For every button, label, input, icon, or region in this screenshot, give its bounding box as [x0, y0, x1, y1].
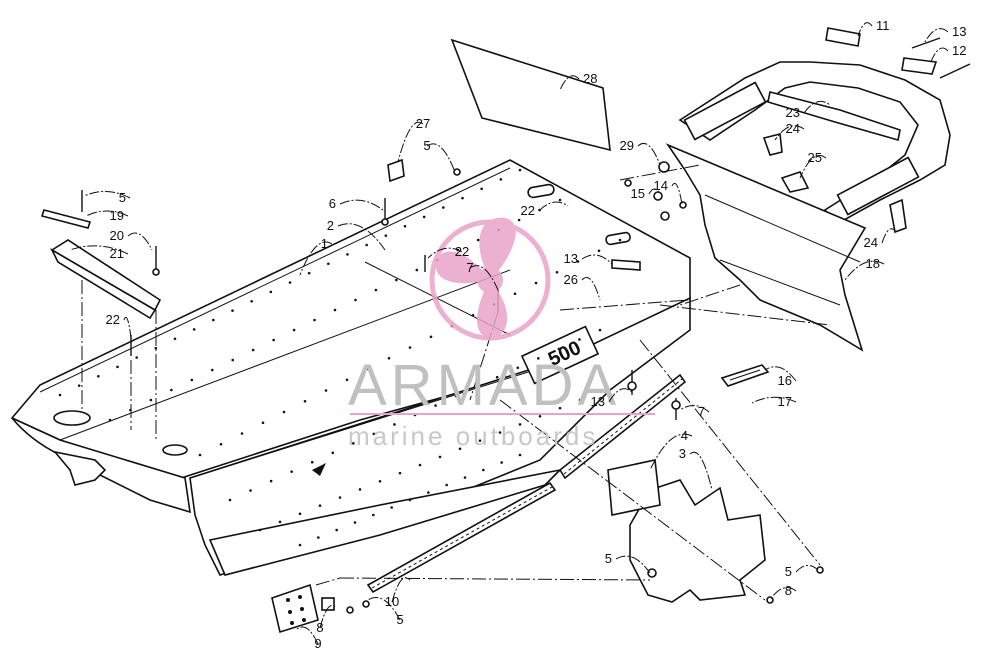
- callout-13: 13: [591, 388, 633, 409]
- callout-label: 20: [110, 228, 124, 243]
- callout-20: 20: [110, 228, 153, 251]
- rear-bumper-23: [678, 27, 971, 234]
- callout-label: 24: [786, 121, 800, 136]
- callout-5: 5: [605, 551, 651, 574]
- leader-lines: [81, 164, 831, 601]
- callout-11: 11: [857, 18, 890, 37]
- callout-17: 17: [751, 394, 797, 409]
- callout-13: 13: [564, 251, 613, 266]
- model-badge: 500: [520, 325, 600, 385]
- callout-9: 9: [295, 626, 322, 651]
- callout-label: 8: [785, 583, 792, 598]
- watermark-subtitle: marine outboards: [348, 421, 598, 451]
- callout-24: 24: [864, 228, 897, 250]
- rivet-dots: [58, 168, 622, 547]
- callout-label: 16: [778, 373, 792, 388]
- callout-5: 5: [367, 597, 404, 627]
- watermark-title: ARMADA: [348, 353, 620, 418]
- callout-label: 5: [396, 612, 403, 627]
- callout-label: 3: [679, 446, 686, 461]
- callout-label: 2: [327, 218, 334, 233]
- callout-label: 22: [106, 312, 120, 327]
- callout-5: 5: [83, 190, 131, 205]
- callout-4: 4: [649, 428, 693, 471]
- callout-label: 7: [466, 260, 473, 275]
- small-hardware: [130, 158, 824, 614]
- callout-label: 21: [110, 246, 124, 261]
- callout-label: 8: [316, 620, 323, 635]
- callout-label: 25: [808, 150, 822, 165]
- tunnel-body: 500: [10, 159, 691, 576]
- callout-1: 1: [299, 236, 333, 276]
- callout-25: 25: [799, 150, 827, 179]
- callout-19: 19: [85, 208, 129, 223]
- callout-label: 19: [110, 208, 124, 223]
- callout-7: 7: [679, 404, 710, 419]
- callout-label: 5: [605, 551, 612, 566]
- callout-27: 27: [397, 116, 430, 163]
- callout-7: 7: [466, 260, 499, 291]
- callout-28: 28: [559, 71, 597, 91]
- callout-label: 11: [876, 18, 890, 33]
- callout-label: 4: [681, 428, 688, 443]
- callout-label: 9: [314, 636, 321, 651]
- callout-29: 29: [620, 138, 661, 166]
- callout-label: 13: [591, 394, 605, 409]
- callout-label: 12: [952, 43, 966, 58]
- callout-22: 22: [427, 244, 469, 259]
- callout-24: 24: [774, 121, 805, 141]
- callout-18: 18: [844, 256, 885, 281]
- callout-22: 22: [106, 312, 132, 339]
- callout-label: 23: [786, 105, 800, 120]
- callout-21: 21: [69, 245, 129, 261]
- callout-22: 22: [521, 201, 569, 218]
- callout-2: 2: [327, 218, 386, 251]
- callout-label: 22: [455, 244, 469, 259]
- callout-label: 28: [583, 71, 597, 86]
- callout-label: 5: [785, 564, 792, 579]
- callout-label: 26: [564, 272, 578, 287]
- callout-label: 17: [778, 394, 792, 409]
- callout-5: 5: [785, 564, 819, 579]
- callout-label: 5: [423, 138, 430, 153]
- callout-label: 14: [654, 178, 668, 193]
- callout-10: 10: [385, 577, 411, 609]
- snowflap-28: [450, 38, 611, 152]
- callout-8: 8: [769, 583, 797, 601]
- callout-label: 22: [521, 203, 535, 218]
- callout-label: 5: [119, 190, 126, 205]
- callout-label: 6: [329, 196, 336, 211]
- callout-label: 15: [631, 186, 645, 201]
- rail-strip-16: [720, 364, 770, 387]
- callout-label: 10: [385, 594, 399, 609]
- running-board-strips: [366, 373, 687, 594]
- left-bracket-parts: [40, 190, 162, 320]
- callout-12: 12: [929, 43, 966, 65]
- callout-label: 1: [321, 236, 328, 251]
- callout-label: 13: [952, 24, 966, 39]
- callout-label: 24: [864, 235, 878, 250]
- callout-3: 3: [679, 446, 713, 491]
- rear-panel-18: [665, 143, 867, 352]
- callout-label: 18: [866, 256, 880, 271]
- front-plate-9: [271, 583, 335, 634]
- callout-26: 26: [564, 272, 601, 301]
- callout-label: 13: [564, 251, 578, 266]
- callout-23: 23: [786, 100, 831, 120]
- callout-label: 7: [698, 404, 705, 419]
- callout-label: 29: [620, 138, 634, 153]
- callout-14: 14: [654, 178, 683, 205]
- callout-13: 13: [924, 24, 966, 43]
- callout-label: 27: [416, 116, 430, 131]
- callout-16: 16: [764, 366, 797, 388]
- gusset-plate: [607, 459, 766, 603]
- callout-6: 6: [329, 196, 384, 211]
- callout-5: 5: [423, 138, 456, 173]
- callout-15: 15: [631, 186, 661, 201]
- callout-8: 8: [316, 605, 337, 635]
